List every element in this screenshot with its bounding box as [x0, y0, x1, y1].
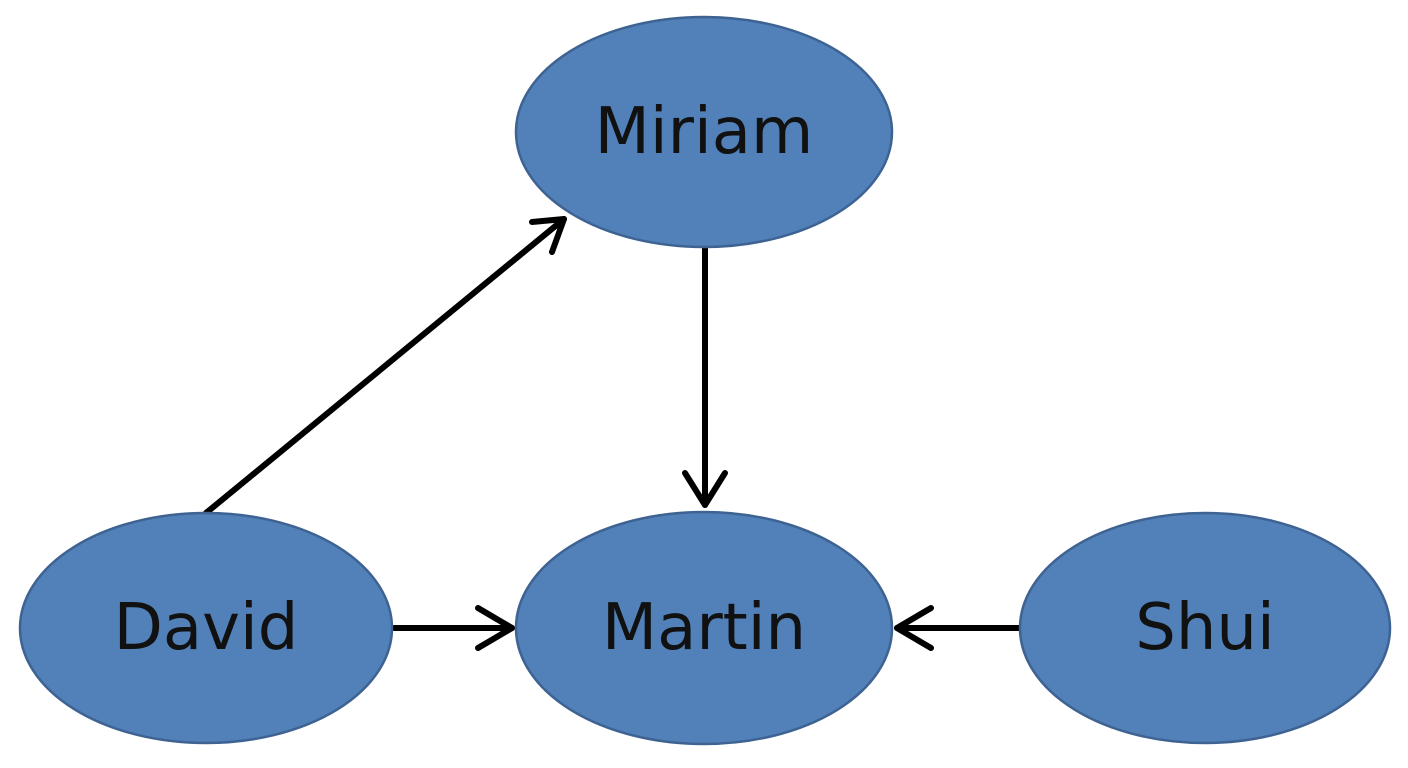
node-label: Miriam: [595, 95, 814, 169]
arrowhead-icon: [894, 605, 934, 651]
node-miriam: Miriam: [514, 15, 894, 249]
edge-miriam-to-martin: [682, 245, 728, 508]
node-ellipse: [18, 511, 394, 745]
edge-line: [203, 216, 567, 516]
edge-david-to-miriam: [203, 216, 567, 516]
arrowhead-icon: [682, 470, 728, 508]
node-label: David: [114, 591, 299, 665]
node-david: David: [18, 511, 394, 745]
edge-david-to-martin: [391, 605, 515, 651]
node-label: Shui: [1135, 591, 1275, 665]
node-shui: Shui: [1018, 511, 1392, 745]
node-ellipse: [1018, 511, 1392, 745]
node-martin: Martin: [514, 510, 894, 746]
node-ellipse: [514, 15, 894, 249]
node-ellipse: [514, 510, 894, 746]
edge-shui-to-martin: [894, 605, 1023, 651]
arrowhead-icon: [475, 605, 515, 651]
node-label: Martin: [602, 591, 806, 665]
arrowhead-icon: [529, 216, 567, 255]
